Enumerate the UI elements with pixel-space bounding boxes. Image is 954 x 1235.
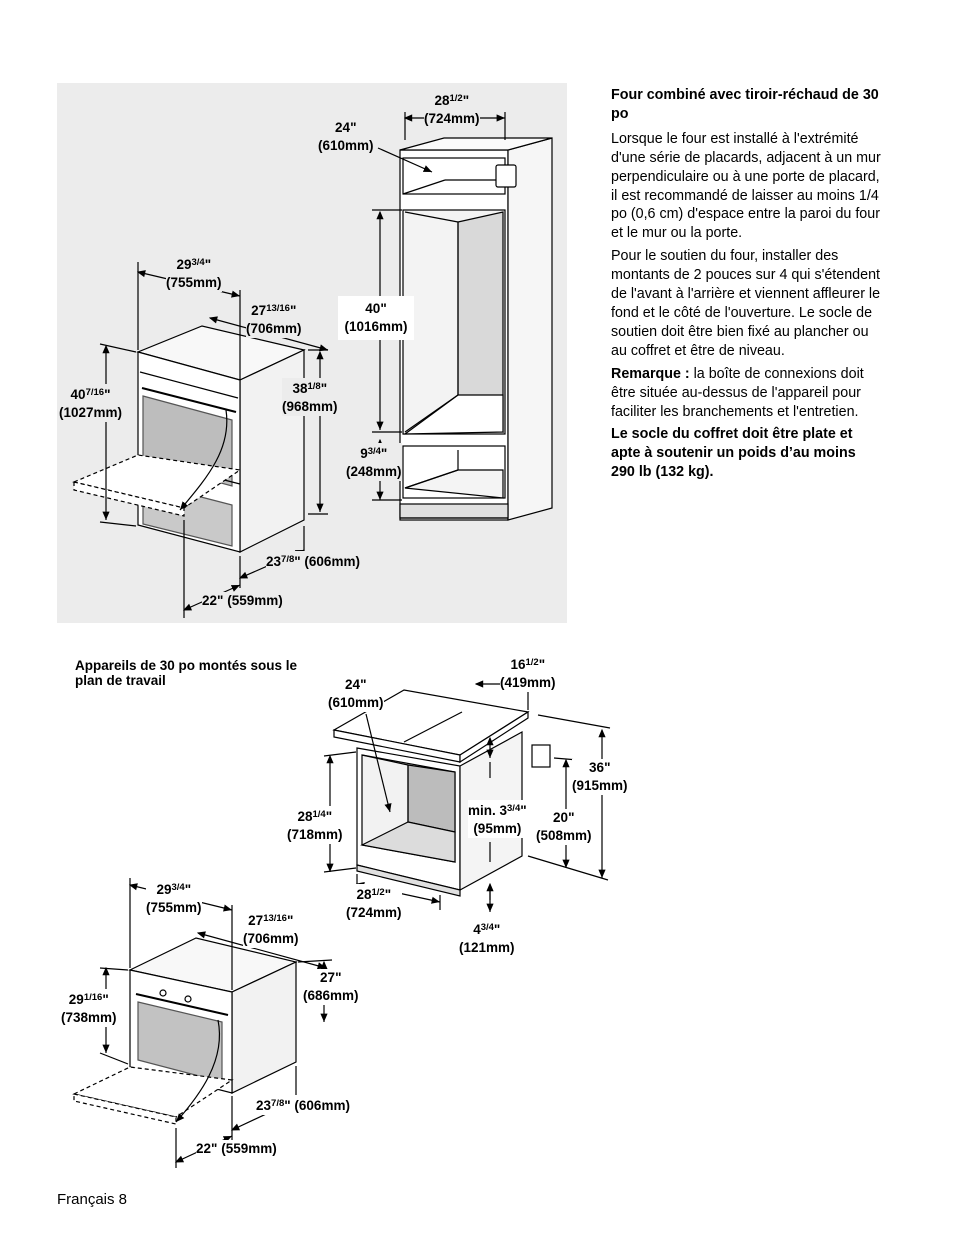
dim-oven-door-width: 22" (559mm) bbox=[202, 592, 283, 610]
section-title: Four combiné avec tiroir-réchaud de 30 p… bbox=[611, 87, 879, 122]
dim-cabinet-depth: 24"(610mm) bbox=[318, 119, 374, 155]
dim-base-height: 43/4"(121mm) bbox=[459, 919, 515, 957]
dim-oven-side-height: 381/8"(968mm) bbox=[282, 378, 338, 416]
paragraph-clearance: Lorsque le four est installé à l'extrémi… bbox=[611, 130, 881, 242]
combination-oven-drawing bbox=[72, 262, 329, 618]
dim-oven-depth: 2713/16"(706mm) bbox=[246, 300, 302, 338]
dim-oven-bottom-depth: 237/8" (606mm) bbox=[266, 551, 360, 571]
dim-oven-height: 407/16"(1027mm) bbox=[59, 384, 123, 422]
note: Remarque : la boîte de connexions doit ê… bbox=[611, 365, 883, 422]
note-label: Remarque : bbox=[611, 365, 690, 382]
dim-cabinet-width: 281/2"(724mm) bbox=[424, 90, 480, 128]
dim-counter-height: 36"(915mm) bbox=[572, 759, 628, 795]
installation-description: Four combiné avec tiroir-réchaud de 30 p… bbox=[611, 86, 883, 486]
cabinet-drawing-2 bbox=[323, 680, 611, 912]
dim-opening-height: 281/4"(718mm) bbox=[287, 806, 343, 844]
dim-cabinet-opening-height: 40"(1016mm) bbox=[338, 296, 414, 340]
dim-opening-width: 281/2"(724mm) bbox=[346, 884, 402, 922]
dim-cabinet-depth: 24"(610mm) bbox=[328, 676, 384, 712]
dim-oven-door-width: 22" (559mm) bbox=[196, 1140, 277, 1158]
single-oven-drawing bbox=[72, 878, 333, 1168]
warning-text: Le socle du coffret doit être plate et a… bbox=[611, 426, 856, 481]
paragraph-support: Pour le soutien du four, installer des m… bbox=[611, 248, 881, 359]
note-text: la boîte de connexions doit être située … bbox=[611, 365, 864, 420]
dim-cabinet-base-height: 93/4"(248mm) bbox=[346, 443, 402, 481]
dim-oven-width: 293/4"(755mm) bbox=[166, 254, 222, 292]
dim-oven-width: 293/4"(755mm) bbox=[146, 879, 202, 917]
dim-counter-depth-offset: 161/2"(419mm) bbox=[500, 654, 556, 692]
dim-oven-depth: 2713/16"(706mm) bbox=[243, 910, 299, 948]
page-footer: Français 8 bbox=[57, 1191, 128, 1208]
figure-caption: Appareils de 30 po montés sous le plan d… bbox=[75, 658, 298, 688]
dim-oven-bottom-depth: 237/8" (606mm) bbox=[256, 1095, 350, 1115]
dim-junction-height: 20"(508mm) bbox=[536, 809, 592, 845]
dim-oven-height: 291/16"(738mm) bbox=[61, 989, 117, 1027]
cabinet-drawing-1 bbox=[372, 112, 553, 521]
dim-oven-side-height: 27"(686mm) bbox=[303, 969, 359, 1005]
dim-min-top-clearance: min. 33/4"(95mm) bbox=[468, 800, 527, 838]
